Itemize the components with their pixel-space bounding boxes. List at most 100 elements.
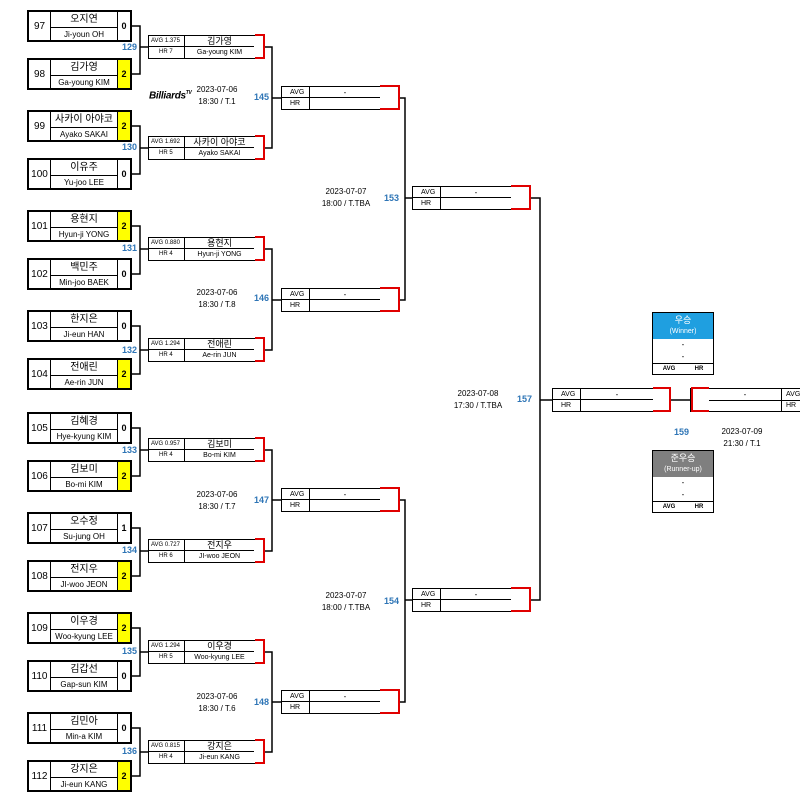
player-name: 백민주 Min-joo BAEK: [51, 258, 118, 290]
connector-line: [264, 449, 281, 552]
player-score: 2: [118, 560, 132, 592]
round4-result: AVG HR -: [412, 185, 531, 210]
seed-number: 108: [27, 560, 51, 592]
connector-line: [132, 727, 148, 777]
avg-value: -: [310, 289, 380, 300]
round2-result: AVG 0.957 HR 4 김보미 Bo-mi KIM: [148, 437, 265, 462]
player-name-en: Hyun-ji YONG: [58, 230, 110, 239]
player-name: 전애린 Ae-rin JUN: [51, 358, 118, 390]
semi-hr-label: HR: [553, 400, 581, 411]
round2-result: AVG 1.375 HR 7 김가영 Ga-young KIM: [148, 34, 265, 59]
player-score: 2: [118, 110, 132, 142]
player-name-en: Min-a KIM: [65, 732, 103, 741]
final-box: - AVG HR: [690, 387, 800, 412]
round2-result: AVG 0.880 HR 4 용현지 Hyun-ji YONG: [148, 236, 265, 261]
connector-line: [132, 325, 148, 375]
winner-name-kr: 용현지: [185, 238, 254, 249]
semi-final-box: AVG HR -: [552, 387, 671, 412]
seed-number: 97: [27, 10, 51, 42]
match-number: 147: [254, 495, 270, 505]
player-score: 0: [118, 712, 132, 744]
player-name-kr: 전지우: [51, 562, 117, 578]
player-score: 0: [118, 660, 132, 692]
hr-value: HR 5: [149, 148, 185, 159]
match-number-159: 159: [674, 427, 690, 437]
match-number: 133: [122, 445, 138, 455]
avg-value: AVG 1.294: [149, 641, 185, 652]
seed-number: 103: [27, 310, 51, 342]
player-name-kr: 김혜경: [51, 414, 117, 430]
seed-number: 107: [27, 512, 51, 544]
player-score: 1: [118, 512, 132, 544]
avg-label: AVG: [282, 87, 310, 98]
seed-number: 112: [27, 760, 51, 792]
winner-name-kr: 전애린: [185, 339, 254, 350]
player-name-kr: 김민아: [51, 714, 117, 730]
seed-number: 109: [27, 612, 51, 644]
player-name-en: Yu-joo LEE: [63, 178, 105, 187]
round3-result: AVG HR -: [281, 287, 400, 312]
player-name: 김혜경 Hye-kyung KIM: [51, 412, 118, 444]
seed-number: 111: [27, 712, 51, 744]
player-name-en: Ji-eun KANG: [60, 780, 108, 789]
player-name-kr: 용현지: [51, 212, 117, 228]
avg-value: -: [310, 691, 380, 702]
player-name-kr: 김가영: [51, 60, 117, 76]
player-name-en: Woo-kyung LEE: [55, 632, 113, 641]
winner-hr-label: HR: [694, 366, 704, 372]
hr-label: HR: [413, 600, 441, 611]
player-name: 김갑선 Gap-sun KIM: [51, 660, 118, 692]
hr-value: HR 4: [149, 249, 185, 260]
player-name-kr: 사카이 아야코: [51, 112, 117, 128]
winner-name-kr: 강지은: [185, 741, 254, 752]
player-score: 2: [118, 358, 132, 390]
seed-number: 110: [27, 660, 51, 692]
hr-value: HR 5: [149, 652, 185, 663]
player-name: 용현지 Hyun-ji YONG: [51, 210, 118, 242]
seed-number: 98: [27, 58, 51, 90]
match-number: 135: [122, 646, 138, 656]
player-score: 0: [118, 310, 132, 342]
match-number: 145: [254, 92, 270, 102]
match-number: 153: [384, 193, 400, 203]
player-name: 김보미 Bo-mi KIM: [51, 460, 118, 492]
winner-name-en: Ae-rin JUN: [202, 352, 237, 359]
avg-value: -: [310, 87, 380, 98]
seed-number: 99: [27, 110, 51, 142]
hr-value: HR 4: [149, 350, 185, 361]
winner-name-en: Bo-mi KIM: [203, 452, 236, 459]
avg-value: AVG 0.727: [149, 540, 185, 551]
seed-number: 102: [27, 258, 51, 290]
player-name-en: JI-woo JEON: [60, 580, 108, 589]
connector-line: [264, 651, 281, 753]
player-name-kr: 오수정: [51, 514, 117, 530]
avg-value: AVG 0.880: [149, 238, 185, 249]
player-score: 0: [118, 412, 132, 444]
connector-line: [530, 197, 552, 601]
seed-number: 100: [27, 158, 51, 190]
winner-name-en: JI-woo JEON: [198, 553, 241, 560]
final-avg-label: AVG: [781, 389, 800, 401]
player-name: 한지은 Ji-eun HAN: [51, 310, 118, 342]
connector-line: [132, 125, 148, 175]
hr-value: HR 4: [149, 450, 185, 461]
avg-value: AVG 1.294: [149, 339, 185, 350]
seed-number: 104: [27, 358, 51, 390]
match-number: 132: [122, 345, 138, 355]
hr-label: HR: [282, 98, 310, 109]
avg-value: AVG 0.957: [149, 439, 185, 450]
round2-result: AVG 1.294 HR 4 전애린 Ae-rin JUN: [148, 337, 265, 362]
player-name-en: Bo-mi KIM: [65, 480, 103, 489]
winner-name-en: Ga-young KIM: [196, 49, 243, 56]
connector-line: [132, 427, 148, 477]
hr-value: HR 6: [149, 551, 185, 562]
round2-result: AVG 0.727 HR 6 전지우 JI-woo JEON: [148, 538, 265, 563]
player-name-kr: 한지은: [51, 312, 117, 328]
player-name-en: Hye-kyung KIM: [56, 432, 112, 441]
avg-label: AVG: [282, 691, 310, 702]
